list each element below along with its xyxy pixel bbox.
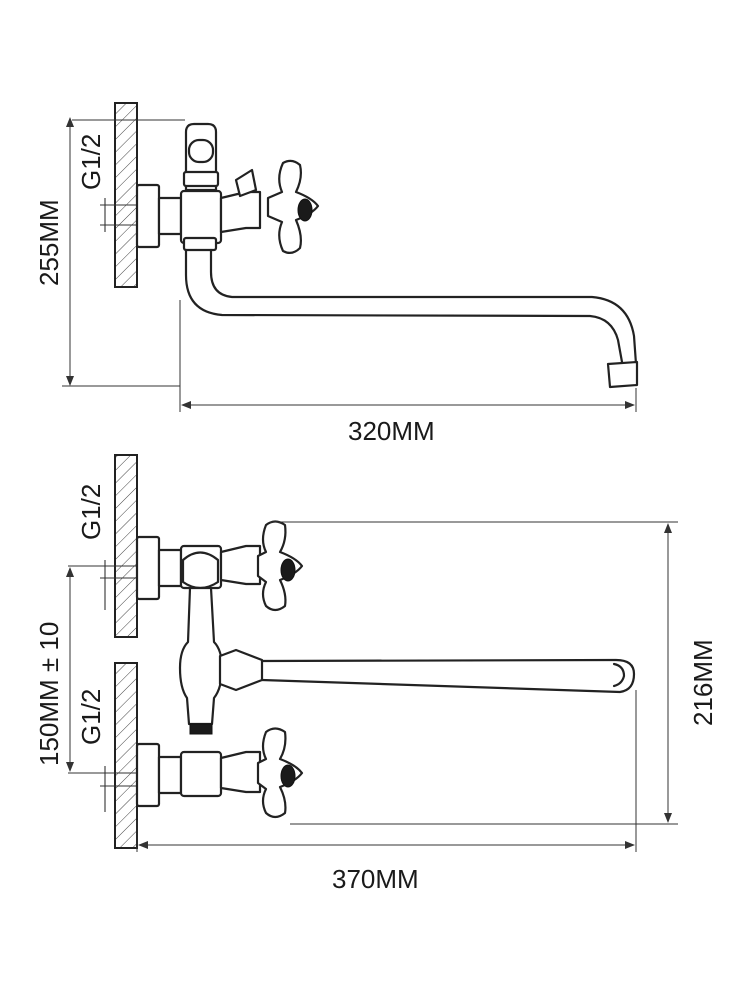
reach-label-side: 320MM	[348, 416, 435, 446]
thread-label-front-top: G1/2	[76, 484, 106, 540]
wall-hatch-front-top	[114, 454, 138, 638]
handle-cap-front-top	[280, 558, 296, 582]
front-view: G1/2 G1/2 150MM ± 10 216MM 370MM	[34, 454, 718, 894]
cross-handle-side	[266, 159, 320, 255]
width-dimension-front	[136, 690, 637, 852]
faucet-body-side	[179, 189, 223, 245]
lower-body-front	[179, 750, 223, 798]
thread-label-front-bottom: G1/2	[76, 689, 106, 745]
height-label-side: 255MM	[34, 199, 64, 286]
side-view: G1/2 255MM 320MM	[34, 102, 639, 446]
wall-flange-front-top	[135, 535, 161, 601]
height-dimension-front	[270, 521, 678, 825]
central-column-front	[178, 586, 224, 726]
cross-handle-front-top	[256, 520, 304, 612]
handle-cap-front-bottom	[280, 764, 296, 788]
column-thread-front	[189, 723, 213, 735]
spout-front	[260, 658, 636, 694]
spout-collar-front	[218, 648, 264, 692]
height-label-front: 216MM	[688, 639, 718, 726]
cross-handle-front-bottom	[256, 727, 304, 819]
spacing-label-front: 150MM ± 10	[34, 622, 64, 766]
handle-cap-side	[297, 198, 313, 222]
reach-dimension-side	[179, 300, 637, 412]
valve-stem-side	[219, 190, 262, 234]
eccentric-side	[157, 196, 183, 236]
wall-hatch-front-bottom	[114, 662, 138, 849]
spout-side	[184, 248, 624, 364]
shower-holder-front	[181, 551, 220, 590]
wall-flange-side	[135, 183, 161, 249]
wall-flange-front-bottom	[135, 742, 161, 808]
height-dimension-side	[62, 117, 180, 387]
thread-label-side: G1/2	[76, 134, 106, 190]
aerator-side	[606, 360, 639, 389]
width-label-front: 370MM	[332, 864, 419, 894]
body-ring-side	[182, 236, 218, 252]
wall-hatch-side	[114, 102, 138, 288]
